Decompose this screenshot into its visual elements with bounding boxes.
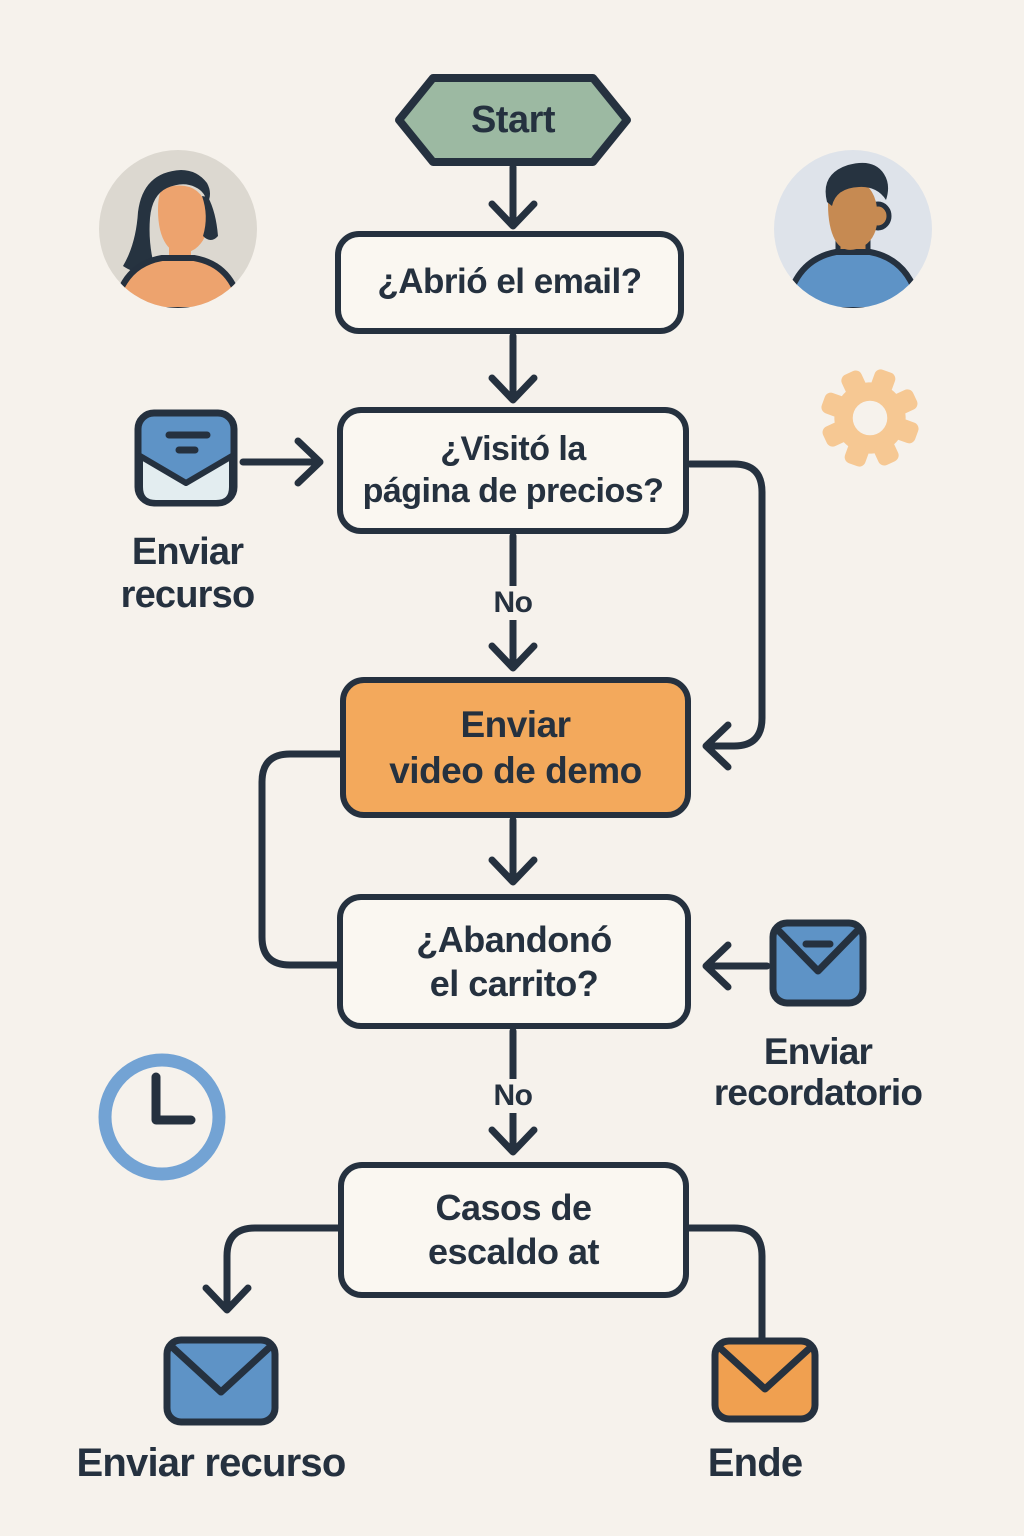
clock-icon [98,1053,226,1181]
man-avatar-icon [774,150,932,308]
edge-label-no-pricing: No [483,586,543,620]
node-abandoned-cart-line1: ¿Abandonó [416,918,612,960]
edge-escalation-to-end [683,1224,766,1342]
node-opened-email: ¿Abrió el email? [335,231,684,334]
node-escalation-line1: Casos de [435,1187,592,1229]
start-node-shape [395,74,631,166]
edge-start-to-opened-email [488,163,538,230]
send-resource-top-line1: Enviar [131,531,244,573]
send-reminder-line2: recordatorio [713,1072,923,1114]
end-label: Ende [707,1441,803,1485]
start-node-label: Start [470,98,556,141]
node-send-demo-video-line1: Enviar [460,704,571,746]
edge-escalation-to-resource [202,1224,343,1314]
edge-label-no-cart: No [483,1079,543,1113]
edge-demo-left-loop [258,750,345,969]
send-resource-top-label: Enviar recurso [85,531,290,616]
node-send-demo-video-line2: video de demo [389,749,642,791]
edge-send-reminder-arrow [702,941,771,991]
woman-avatar-icon [99,150,257,308]
edge-pricing-yes-loop [686,460,766,771]
node-opened-email-label: ¿Abrió el email? [377,262,642,302]
edge-send-resource-arrow [239,437,324,487]
node-abandoned-cart-line2: el carrito? [429,962,599,1004]
edge-opened-email-to-pricing [488,332,538,404]
email-reminder-icon [769,919,867,1007]
send-reminder-label: Enviar recordatorio [688,1031,948,1114]
node-escalation-line2: escaldo at [427,1231,600,1272]
send-resource-top-line2: recurso [120,573,256,616]
send-resource-bottom-label: Enviar recurso [76,1441,347,1485]
node-visited-pricing-line2: página de precios? [362,471,664,510]
email-resource-icon [163,1336,279,1426]
node-escalation: Casos de escaldo at [338,1162,689,1298]
email-end-icon [711,1337,819,1423]
email-open-icon [134,409,238,507]
node-visited-pricing: ¿Visitó la página de precios? [337,407,689,534]
node-abandoned-cart: ¿Abandonó el carrito? [337,894,691,1029]
gear-icon [821,369,919,467]
node-send-demo-video: Enviar video de demo [340,677,691,818]
edge-demo-to-cart [488,816,538,886]
send-reminder-line1: Enviar [763,1031,873,1072]
node-visited-pricing-line1: ¿Visitó la [440,430,586,469]
